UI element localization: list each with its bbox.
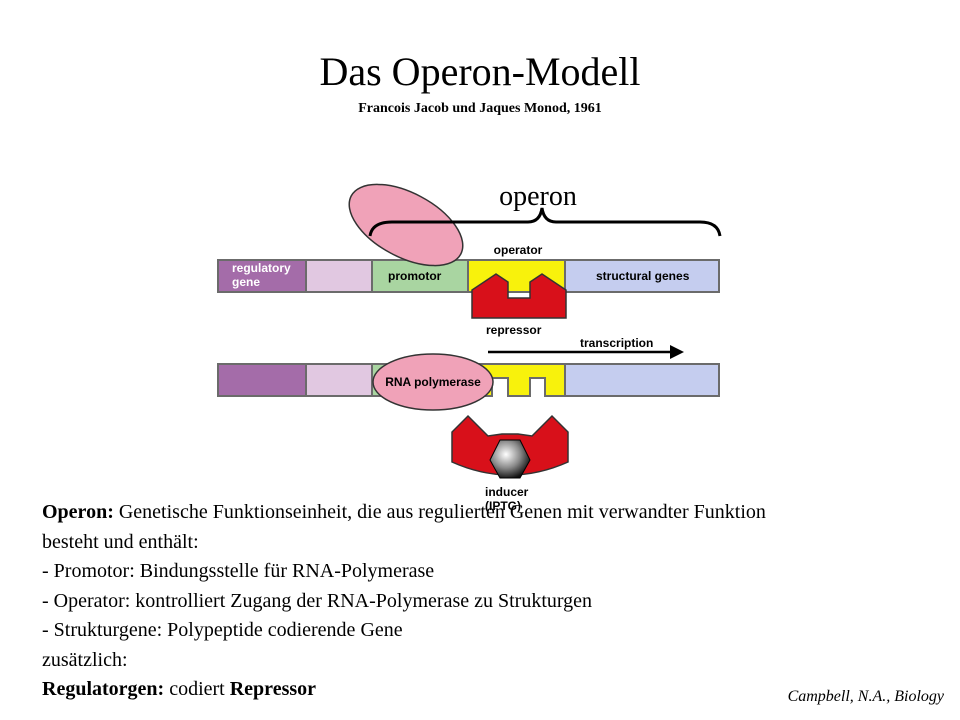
item-strukturgene: - Strukturgene: Polypeptide codierende G…: [42, 619, 403, 641]
repressor-label: repressor: [486, 323, 542, 337]
additional-label: zusätzlich:: [42, 648, 128, 671]
item-promotor: - Promotor: Bindungsstelle für RNA-Polym…: [42, 560, 435, 582]
promotor-label: promotor: [388, 269, 442, 283]
rna-polymerase: [372, 353, 494, 411]
inducer-label-2: (IPTG): [485, 499, 521, 513]
transcription-label: transcription: [580, 336, 653, 350]
structural-genes-segment: [564, 259, 720, 293]
structural-genes-label: structural genes: [596, 269, 690, 283]
operon-definition: Operon: Genetische Funktionseinheit, die…: [42, 498, 942, 528]
promotor-segment: [371, 259, 469, 293]
repressor-term: Repressor: [229, 678, 317, 700]
operon-term: Operon:: [42, 501, 114, 523]
item-operator: - Operator: kontrolliert Zugang der RNA-…: [42, 589, 593, 612]
dna-strand-top: [217, 259, 720, 293]
source-credit: Campbell, N.A., Biology: [787, 688, 944, 705]
structural-genes-segment-2: [564, 363, 720, 397]
operon-def-continued: besteht und enthält:: [42, 530, 199, 553]
inducer-label-1: inducer: [485, 485, 529, 499]
operon-label: operon: [499, 181, 577, 212]
page-subtitle: Francois Jacob und Jaques Monod, 1961: [358, 101, 602, 116]
regulator-line: Regulatorgen: codiert Repressor: [42, 675, 942, 705]
regulatory-gene-label-2: gene: [232, 275, 260, 289]
regulatory-gene-segment-2: [217, 363, 307, 397]
operon-brace: [368, 207, 722, 237]
operator-label: operator: [494, 243, 543, 257]
transcription-arrowhead: [670, 345, 684, 359]
repressor-bound: [471, 273, 567, 319]
codiert-text: codiert: [164, 678, 230, 700]
regulatory-gene-segment: [217, 259, 307, 293]
regulatory-gene-label-1: regulatory: [232, 261, 291, 275]
regulator-term: Regulatorgen:: [42, 678, 165, 700]
polymerase-blob-top: [348, 183, 464, 267]
inducer-molecule: [489, 439, 531, 479]
rna-polymerase-label: RNA polymerase: [385, 375, 481, 389]
spacer-segment-2: [305, 363, 373, 397]
page-title: Das Operon-Modell: [319, 49, 641, 94]
description-text: Operon: Genetische Funktionseinheit, die…: [42, 498, 942, 705]
spacer-segment: [305, 259, 373, 293]
operon-def: Genetische Funktionseinheit, die aus reg…: [113, 501, 766, 523]
